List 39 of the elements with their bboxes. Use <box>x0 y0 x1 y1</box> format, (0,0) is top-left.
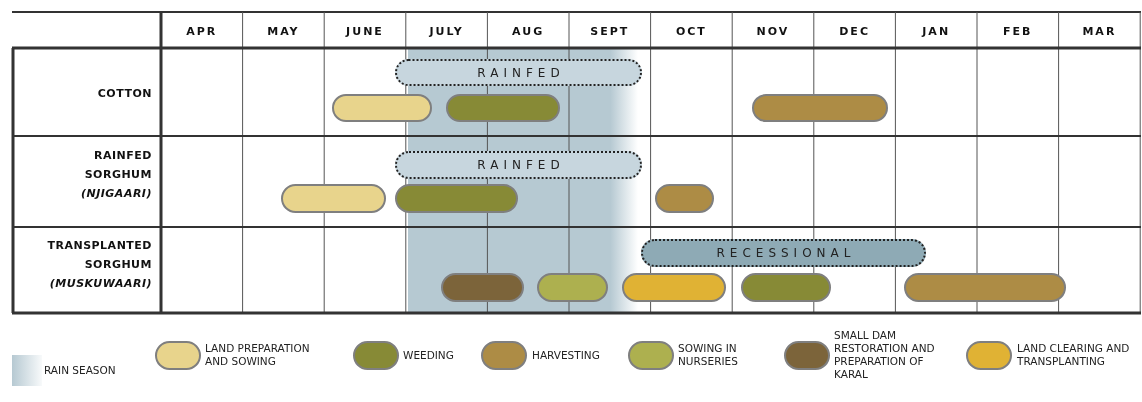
activity-bar <box>395 184 518 213</box>
season-label: RAINFED <box>476 158 565 172</box>
row-label: COTTON <box>96 86 152 102</box>
legend-label: LAND PREPARATION AND SOWING <box>205 342 311 368</box>
activity-bar <box>281 184 386 213</box>
row-label: RAINFED SORGHUM (NJIGAARI) <box>79 148 152 202</box>
activity-bar <box>441 273 524 302</box>
month-header: FEB <box>1002 23 1034 40</box>
month-header: APR <box>185 23 219 40</box>
legend-label: LAND CLEARING AND TRANSPLANTING <box>1017 342 1131 368</box>
month-header: MAR <box>1081 23 1118 40</box>
legend-label: SMALL DAM RESTORATION AND PREPARATION OF KARAL <box>834 329 936 381</box>
month-header: DEC <box>838 23 871 40</box>
activity-bar <box>622 273 726 302</box>
legend-label: SOWING IN NURSERIES <box>678 342 739 368</box>
activity-bar <box>741 273 831 302</box>
month-header: JULY <box>428 23 465 40</box>
activity-bar <box>446 94 560 122</box>
month-header: OCT <box>674 23 708 40</box>
legend-label: HARVESTING <box>532 348 600 362</box>
month-header: JUNE <box>344 23 385 40</box>
legend-label: RAIN SEASON <box>44 363 117 377</box>
legend-label: WEEDING <box>403 348 455 362</box>
activity-bar <box>537 273 608 302</box>
month-header: NOV <box>755 23 791 40</box>
month-header: SEPT <box>589 23 631 40</box>
season-pill <box>395 151 642 179</box>
month-header: MAY <box>266 23 301 40</box>
activity-bar <box>332 94 432 122</box>
activity-bar <box>752 94 888 122</box>
activity-bar <box>655 184 714 213</box>
season-pill <box>395 59 642 86</box>
season-pill <box>641 239 926 267</box>
season-label: RAINFED <box>476 65 565 80</box>
activity-bar <box>904 273 1066 302</box>
month-header: AUG <box>511 23 546 40</box>
month-header: JAN <box>920 23 952 40</box>
season-label: RECESSIONAL <box>715 246 856 260</box>
row-label: TRANSPLANTED SORGHUM (MUSKUWAARI) <box>46 238 152 292</box>
